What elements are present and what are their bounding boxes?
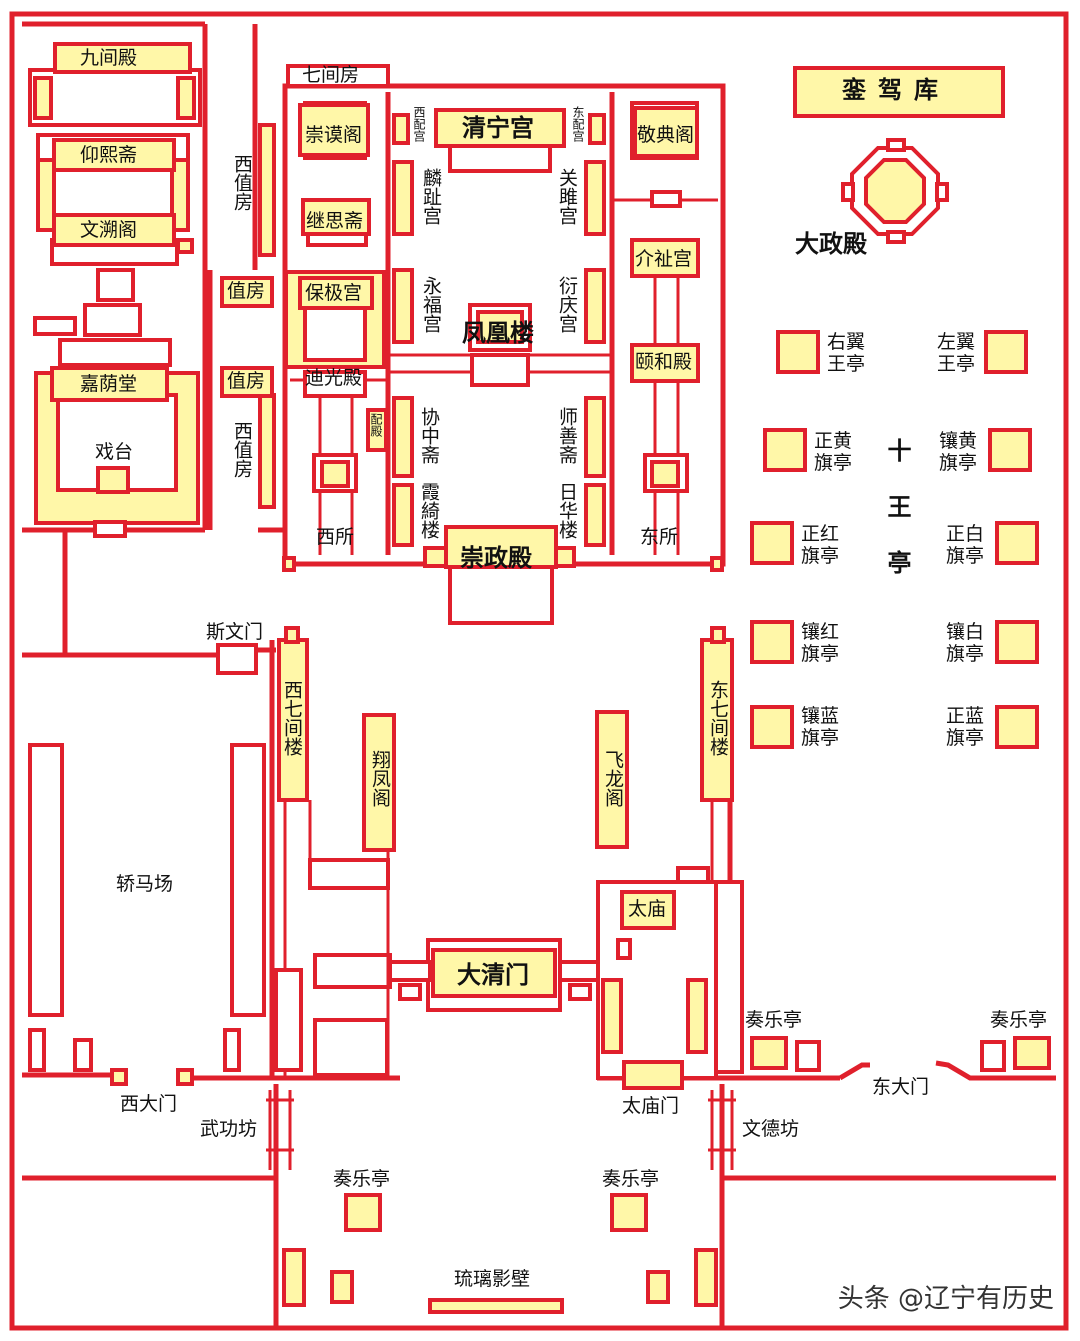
label-zhenghuangqiting: 正黄旗亭 <box>814 430 853 474</box>
label-taimiaomen: 太庙门 <box>622 1095 680 1117</box>
label-feilongge: 飞龙阁 <box>602 750 624 807</box>
label-xidamen: 西大门 <box>120 1093 178 1115</box>
label-qingninggong: 清宁宫 <box>462 114 534 142</box>
label-baojigong: 保极宫 <box>305 282 363 304</box>
label-xitai: 戏台 <box>95 441 134 463</box>
middle-walls <box>22 530 1056 1328</box>
watermark: 头条 @辽宁有历史 <box>837 1284 1054 1314</box>
label-zhifang-1: 值房 <box>227 280 266 302</box>
label-shiwangting: 十王亭 <box>883 438 911 606</box>
label-yongfugong: 永福宫 <box>420 276 442 333</box>
archways <box>266 1090 736 1170</box>
label-diguangdian: 迪光殿 <box>305 367 363 389</box>
label-peidian: 配殿 <box>369 413 383 437</box>
label-zuoyiwangting: 左翼王亭 <box>937 331 976 375</box>
label-dongsuo: 东所 <box>640 526 679 548</box>
label-taimiao: 太庙 <box>628 898 667 920</box>
label-zhenghongqiting: 正红旗亭 <box>801 523 840 567</box>
label-jiaomachang: 轿马场 <box>116 873 174 895</box>
label-jiezhigong: 介祉宫 <box>635 248 693 270</box>
label-xiqijianlou: 西七间楼 <box>281 680 303 756</box>
label-rihualou: 日华楼 <box>556 482 578 539</box>
label-dongqijianlou: 东七间楼 <box>707 680 729 756</box>
label-dongdamen: 东大门 <box>872 1076 930 1098</box>
label-xisuo: 西所 <box>316 526 355 548</box>
outer-wall <box>9 11 1069 1331</box>
label-luanjiaku: 銮驾库 <box>842 76 950 104</box>
label-zhenglanqiting: 正蓝旗亭 <box>946 705 985 749</box>
label-jingdiange: 敬典阁 <box>637 124 695 146</box>
south-pavilions <box>282 1036 1051 1314</box>
west-yard <box>28 626 396 1078</box>
label-xiaqilou: 霞綺楼 <box>418 482 440 539</box>
label-chongmoge: 崇谟阁 <box>305 124 363 146</box>
label-jiayintang: 嘉荫堂 <box>80 373 138 395</box>
label-linzhigong: 麟趾宫 <box>420 168 442 225</box>
label-jiujiandian: 九间殿 <box>80 47 138 69</box>
label-shishanzhai: 师善斋 <box>556 407 578 464</box>
label-zouleting-2: 奏乐亭 <box>990 1009 1048 1031</box>
label-fenghuanglou: 凤凰楼 <box>462 319 534 347</box>
label-qijianfang: 七间房 <box>302 64 360 86</box>
label-zouleting-3: 奏乐亭 <box>333 1168 391 1190</box>
label-zouleting-1: 奏乐亭 <box>745 1009 803 1031</box>
label-wensuge: 文溯阁 <box>80 219 138 241</box>
label-jisizhai: 继思斋 <box>306 210 364 232</box>
label-xipeigong: 西配宫 <box>412 106 426 142</box>
label-siwenmen: 斯文门 <box>206 621 264 643</box>
label-xianghongqiting: 镶红旗亭 <box>801 621 840 665</box>
label-xiangfengge: 翔凤阁 <box>369 750 391 807</box>
label-guanjugong: 关雎宫 <box>556 168 578 225</box>
label-xianghuangqiting: 镶黄旗亭 <box>939 430 978 474</box>
label-xiangbaiqiting: 镶白旗亭 <box>946 621 985 665</box>
label-zhengbaiqiting: 正白旗亭 <box>946 523 985 567</box>
label-yanqinggong: 衍庆宫 <box>556 276 578 333</box>
label-yangxizhai: 仰熙斋 <box>80 144 138 166</box>
west-side-walls <box>207 24 285 533</box>
label-zouleting-4: 奏乐亭 <box>602 1168 660 1190</box>
label-youyiwangting: 右翼王亭 <box>827 331 866 375</box>
label-daqingmen: 大清门 <box>457 961 529 989</box>
label-dongpeigong: 东配宫 <box>571 106 585 142</box>
label-zhifang-2: 值房 <box>227 370 266 392</box>
label-xizhifang-2: 西值房 <box>231 421 253 478</box>
label-wendefang: 文德坊 <box>742 1118 800 1140</box>
labelled-frames <box>50 42 1005 998</box>
label-wugongfang: 武功坊 <box>200 1118 258 1140</box>
label-xizhifang-1: 西值房 <box>231 154 253 211</box>
label-yihedian: 颐和殿 <box>635 351 693 373</box>
label-xiezhongzhai: 协中斋 <box>418 407 440 464</box>
ten-king-pavilions <box>750 330 1039 749</box>
label-liuliyingbi: 琉璃影壁 <box>454 1268 531 1290</box>
label-dazhengdian: 大政殿 <box>795 230 867 258</box>
label-xianglanqiting: 镶蓝旗亭 <box>801 705 840 749</box>
label-chongzhengdian: 崇政殿 <box>460 544 532 572</box>
dazhengdian-octagon <box>841 138 949 244</box>
